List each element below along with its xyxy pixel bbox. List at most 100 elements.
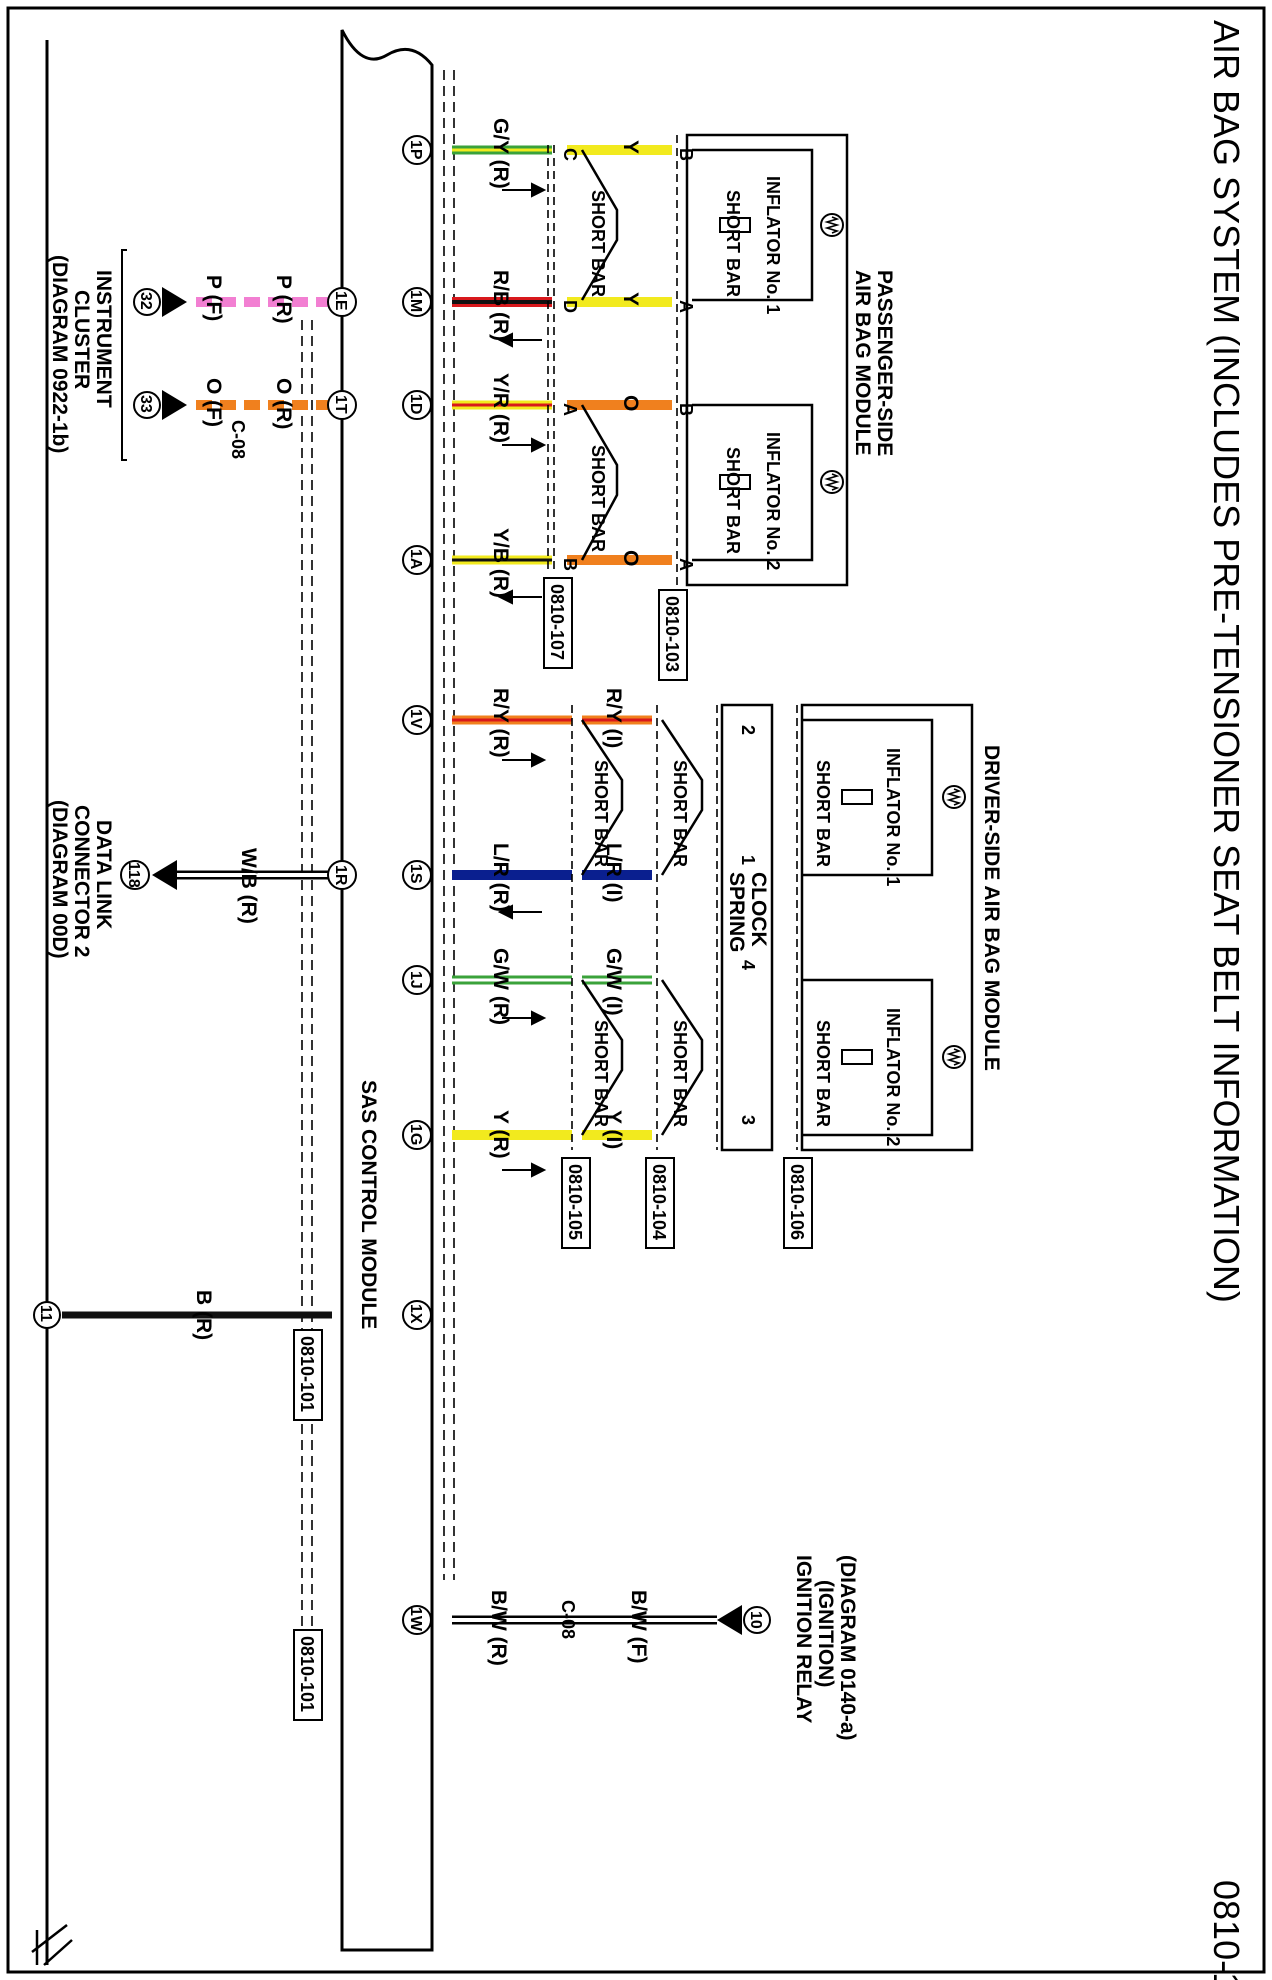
- sas-control-module: [340, 29, 434, 1952]
- wire-label: R/B (R): [489, 270, 512, 341]
- pin-label: 2: [738, 725, 758, 735]
- sheet-number: 0810-1a: [1206, 1880, 1247, 1980]
- squib-icon: [820, 213, 844, 237]
- svg-text:1E: 1E: [332, 291, 349, 311]
- short-bar-label: SHORT BAR: [813, 1020, 833, 1127]
- connector-arrow-icon: [152, 860, 177, 890]
- inflator-1: INFLATOR No. 1 SHORT BAR: [692, 148, 844, 314]
- page-border: [6, 6, 1266, 1974]
- wire-label: R/Y (I): [602, 688, 625, 748]
- svg-text:118: 118: [125, 862, 142, 888]
- ref-circle: 118: [120, 860, 150, 890]
- short-bar-label: SHORT BAR: [813, 760, 833, 867]
- ignition-relay-label: (IGNITION): [814, 1580, 837, 1687]
- short-bar-label: SHORT BAR: [591, 760, 611, 867]
- inflator-label: INFLATOR No. 1: [883, 748, 903, 886]
- data-link-label: DATA LINK: [92, 820, 115, 929]
- wire-label: G/W (I): [602, 948, 625, 1016]
- short-bar-label: SHORT BAR: [588, 445, 608, 552]
- inflator-label: INFLATOR No. 1: [763, 176, 783, 314]
- ignition-relay-label: (DIAGRAM 0140-a): [836, 1555, 859, 1741]
- clock-spring-label: CLOCK: [747, 872, 770, 947]
- wire-label: Y (I): [602, 1110, 625, 1149]
- sas-pin: 1G: [402, 1120, 432, 1150]
- svg-text:32: 32: [137, 292, 154, 310]
- wire-label: B/W (R): [487, 1590, 510, 1666]
- connector-tag-107: [543, 577, 573, 669]
- wire-label: P (F): [202, 275, 225, 321]
- wire-label: R/Y (R): [489, 688, 512, 758]
- ref-circle: 11: [33, 1301, 61, 1329]
- svg-text:1G: 1G: [407, 1124, 424, 1145]
- wire-label: L/R (R): [489, 843, 512, 912]
- sas-pin: 1A: [402, 545, 432, 575]
- svg-text:1X: 1X: [407, 1304, 424, 1324]
- wire-label: O: [619, 395, 642, 411]
- cluster-label: CLUSTER: [70, 290, 93, 389]
- svg-text:1W: 1W: [407, 1607, 424, 1632]
- wire-label: O (R): [272, 378, 295, 429]
- wire-label: B/W (F): [627, 1590, 650, 1663]
- pin-label: 3: [738, 1115, 758, 1125]
- pin-label: B: [560, 558, 580, 571]
- connector-id: 0810-101: [297, 1636, 317, 1712]
- squib-icon: [820, 470, 844, 494]
- wire-label: Y: [619, 292, 642, 306]
- sas-pin: 1T: [327, 390, 357, 420]
- connector-tag-103: [658, 589, 688, 681]
- ref-circle: 10: [743, 1606, 771, 1634]
- svg-text:1P: 1P: [407, 140, 424, 160]
- current-arrows: [497, 182, 547, 605]
- pin-label: C: [560, 148, 580, 161]
- connector-tag-101: [293, 1329, 323, 1421]
- wire-label: Y: [619, 140, 642, 154]
- connector-tag-105: [561, 1157, 591, 1249]
- inflator-1: INFLATOR No. 1 SHORT BAR: [802, 718, 966, 886]
- svg-text:1S: 1S: [407, 864, 424, 884]
- svg-text:1D: 1D: [407, 394, 424, 414]
- connector-id: C-08: [558, 1600, 578, 1639]
- wire-label: P (R): [272, 275, 295, 324]
- wire-label: L/R (I): [602, 843, 625, 902]
- sas-pin: 1S: [402, 860, 432, 890]
- sas-pin: 1V: [402, 705, 432, 735]
- short-bar: [580, 149, 619, 561]
- inflator-label: INFLATOR No. 2: [763, 432, 783, 570]
- sas-pin: 1X: [402, 1300, 432, 1330]
- pin-label: D: [560, 300, 580, 313]
- pin-label: A: [676, 300, 696, 313]
- connector-id: 0810-107: [547, 584, 567, 660]
- svg-text:33: 33: [137, 395, 154, 413]
- ref-circle: 32: [133, 288, 161, 316]
- svg-text:1R: 1R: [332, 865, 349, 886]
- diagram-title: AIR BAG SYSTEM (INCLUDES PRE-TENSIONER S…: [1206, 20, 1247, 1303]
- inflator-2: INFLATOR No. 2 SHORT BAR: [802, 978, 966, 1146]
- sas-pin: 1J: [402, 965, 432, 995]
- wire-label: Y/B (R): [489, 528, 512, 598]
- driver-module-label: DRIVER-SIDE AIR BAG MODULE: [980, 745, 1003, 1071]
- ref-circle: 33: [133, 391, 161, 419]
- connector-id: 0810-105: [565, 1164, 585, 1240]
- svg-text:1A: 1A: [407, 549, 424, 570]
- svg-text:1J: 1J: [407, 971, 424, 989]
- short-bar-label: SHORT BAR: [591, 1020, 611, 1127]
- connector-arrow-icon: [162, 287, 187, 317]
- svg-text:1M: 1M: [407, 290, 424, 312]
- connector-id: 0810-101: [297, 1336, 317, 1412]
- short-bar: [580, 719, 704, 1136]
- data-link-label: (DIAGRAM 00D): [48, 800, 71, 959]
- wire-label: G/W (R): [489, 948, 512, 1025]
- connector-id: 0810-103: [662, 596, 682, 672]
- wire-label: Y (R): [489, 1110, 512, 1159]
- svg-text:1V: 1V: [407, 709, 424, 729]
- current-arrows: [497, 752, 547, 1178]
- short-bar-label: SHORT BAR: [588, 190, 608, 297]
- short-bar-label: SHORT BAR: [670, 760, 690, 867]
- short-bar-label: SHORT BAR: [670, 1020, 690, 1127]
- clock-spring-label: SPRING: [725, 872, 748, 953]
- connector-arrow-icon: [717, 1605, 742, 1635]
- sas-pin: 1D: [402, 390, 432, 420]
- svg-text:11: 11: [37, 1305, 54, 1322]
- squib-icon: [942, 1045, 966, 1069]
- connector-id: C-08: [228, 420, 248, 459]
